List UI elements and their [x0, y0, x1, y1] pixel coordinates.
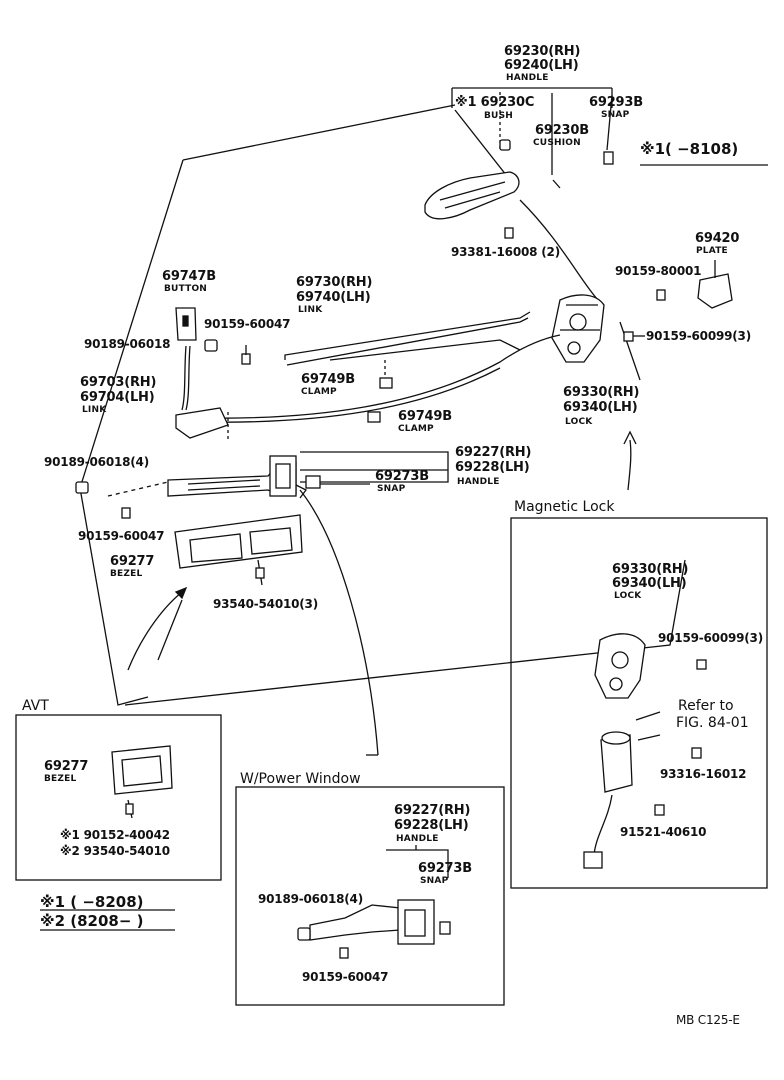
plate-pn: 69420: [695, 231, 740, 246]
magnetic-lock-screw-b: 91521-40610: [620, 825, 707, 839]
power-window-handle-lh: 69228(LH): [394, 818, 469, 833]
lock-main-pn-lh: 69340(LH): [563, 400, 638, 415]
snap-top-pn: 69293B: [589, 95, 643, 110]
screw-93381-pn: 93381-16008 (2): [451, 245, 560, 259]
handle-inner-pn-lh: 69228(LH): [455, 460, 530, 475]
handle-top-pn-lh: 69240(LH): [504, 58, 579, 73]
cushion-pn: 69230B: [535, 123, 589, 138]
link-top-pn-lh: 69740(LH): [296, 290, 371, 305]
bezel-name: BEZEL: [110, 569, 143, 579]
snap-mid-pn: 69273B: [375, 469, 429, 484]
button-name: BUTTON: [164, 284, 208, 294]
power-window-snap-name: SNAP: [420, 876, 449, 886]
avt-bezel-pn: 69277: [44, 759, 89, 774]
legend-line-2: ※2 (8208− ): [40, 912, 144, 930]
snap-top-name: SNAP: [601, 110, 630, 120]
power-window-snap-pn: 69273B: [418, 861, 472, 876]
plate-name: PLATE: [696, 246, 728, 256]
clip-06018-pn: 90189-06018: [84, 337, 171, 351]
snap-mid-name: SNAP: [377, 484, 406, 494]
clamp-b-name: CLAMP: [398, 424, 434, 434]
bolt-60047-a-pn: 90159-60047: [204, 317, 291, 331]
cushion-name: CUSHION: [533, 138, 581, 148]
avt-note-2: ※2 93540-54010: [60, 844, 170, 858]
avt-note-1: ※1 90152-40042: [60, 828, 170, 842]
footer-code: MB C125-E: [676, 1013, 740, 1027]
clip-06018-4-pn: 90189-06018(4): [44, 455, 149, 469]
power-window-handle-name: HANDLE: [396, 834, 439, 844]
magnetic-lock-refer-2: FIG. 84-01: [676, 715, 749, 731]
bolt-60047-b-pn: 90159-60047: [78, 529, 165, 543]
link-left-pn-rh: 69703(RH): [80, 375, 157, 390]
lock-main-name: LOCK: [565, 417, 593, 427]
magnetic-lock-pn-rh: 69330(RH): [612, 562, 689, 577]
magnetic-lock-name: LOCK: [614, 591, 642, 601]
power-window-handle-rh: 69227(RH): [394, 803, 471, 818]
handle-inner-pn-rh: 69227(RH): [455, 445, 532, 460]
handle-inner-name: HANDLE: [457, 477, 500, 487]
bolt-60099-pn: 90159-60099(3): [646, 329, 751, 343]
power-window-title: W/Power Window: [240, 771, 361, 787]
avt-title: AVT: [22, 698, 49, 714]
bush-pn: ※1 69230C: [455, 95, 535, 110]
handle-top-pn-rh: 69230(RH): [504, 44, 581, 59]
note-top: ※1( −8108): [640, 140, 739, 158]
legend-line-1: ※1 ( −8208): [40, 893, 144, 911]
bush-name: BUSH: [484, 111, 513, 121]
clamp-a-name: CLAMP: [301, 387, 337, 397]
magnetic-lock-refer-1: Refer to: [678, 698, 734, 714]
screw-54010-pn: 93540-54010(3): [213, 597, 318, 611]
bezel-pn: 69277: [110, 554, 155, 569]
link-top-pn-rh: 69730(RH): [296, 275, 373, 290]
avt-bezel-name: BEZEL: [44, 774, 77, 784]
handle-top-name: HANDLE: [506, 73, 549, 83]
lock-main-pn-rh: 69330(RH): [563, 385, 640, 400]
button-pn: 69747B: [162, 269, 216, 284]
link-left-pn-lh: 69704(LH): [80, 390, 155, 405]
door-outline-left: [79, 159, 184, 706]
magnetic-lock-screw-a: 93316-16012: [660, 767, 747, 781]
link-top-name: LINK: [298, 305, 323, 315]
power-window-clip: 90189-06018(4): [258, 892, 363, 906]
bolt-80001-pn: 90159-80001: [615, 264, 702, 278]
clamp-b-pn: 69749B: [398, 409, 452, 424]
power-window-bolt: 90159-60047: [302, 970, 389, 984]
clamp-a-pn: 69749B: [301, 372, 355, 387]
link-left-name: LINK: [82, 405, 107, 415]
magnetic-lock-title: Magnetic Lock: [514, 499, 615, 515]
door-outline-top: [182, 104, 456, 161]
magnetic-lock-pn-lh: 69340(LH): [612, 576, 687, 591]
magnetic-lock-bolt: 90159-60099(3): [658, 631, 763, 645]
